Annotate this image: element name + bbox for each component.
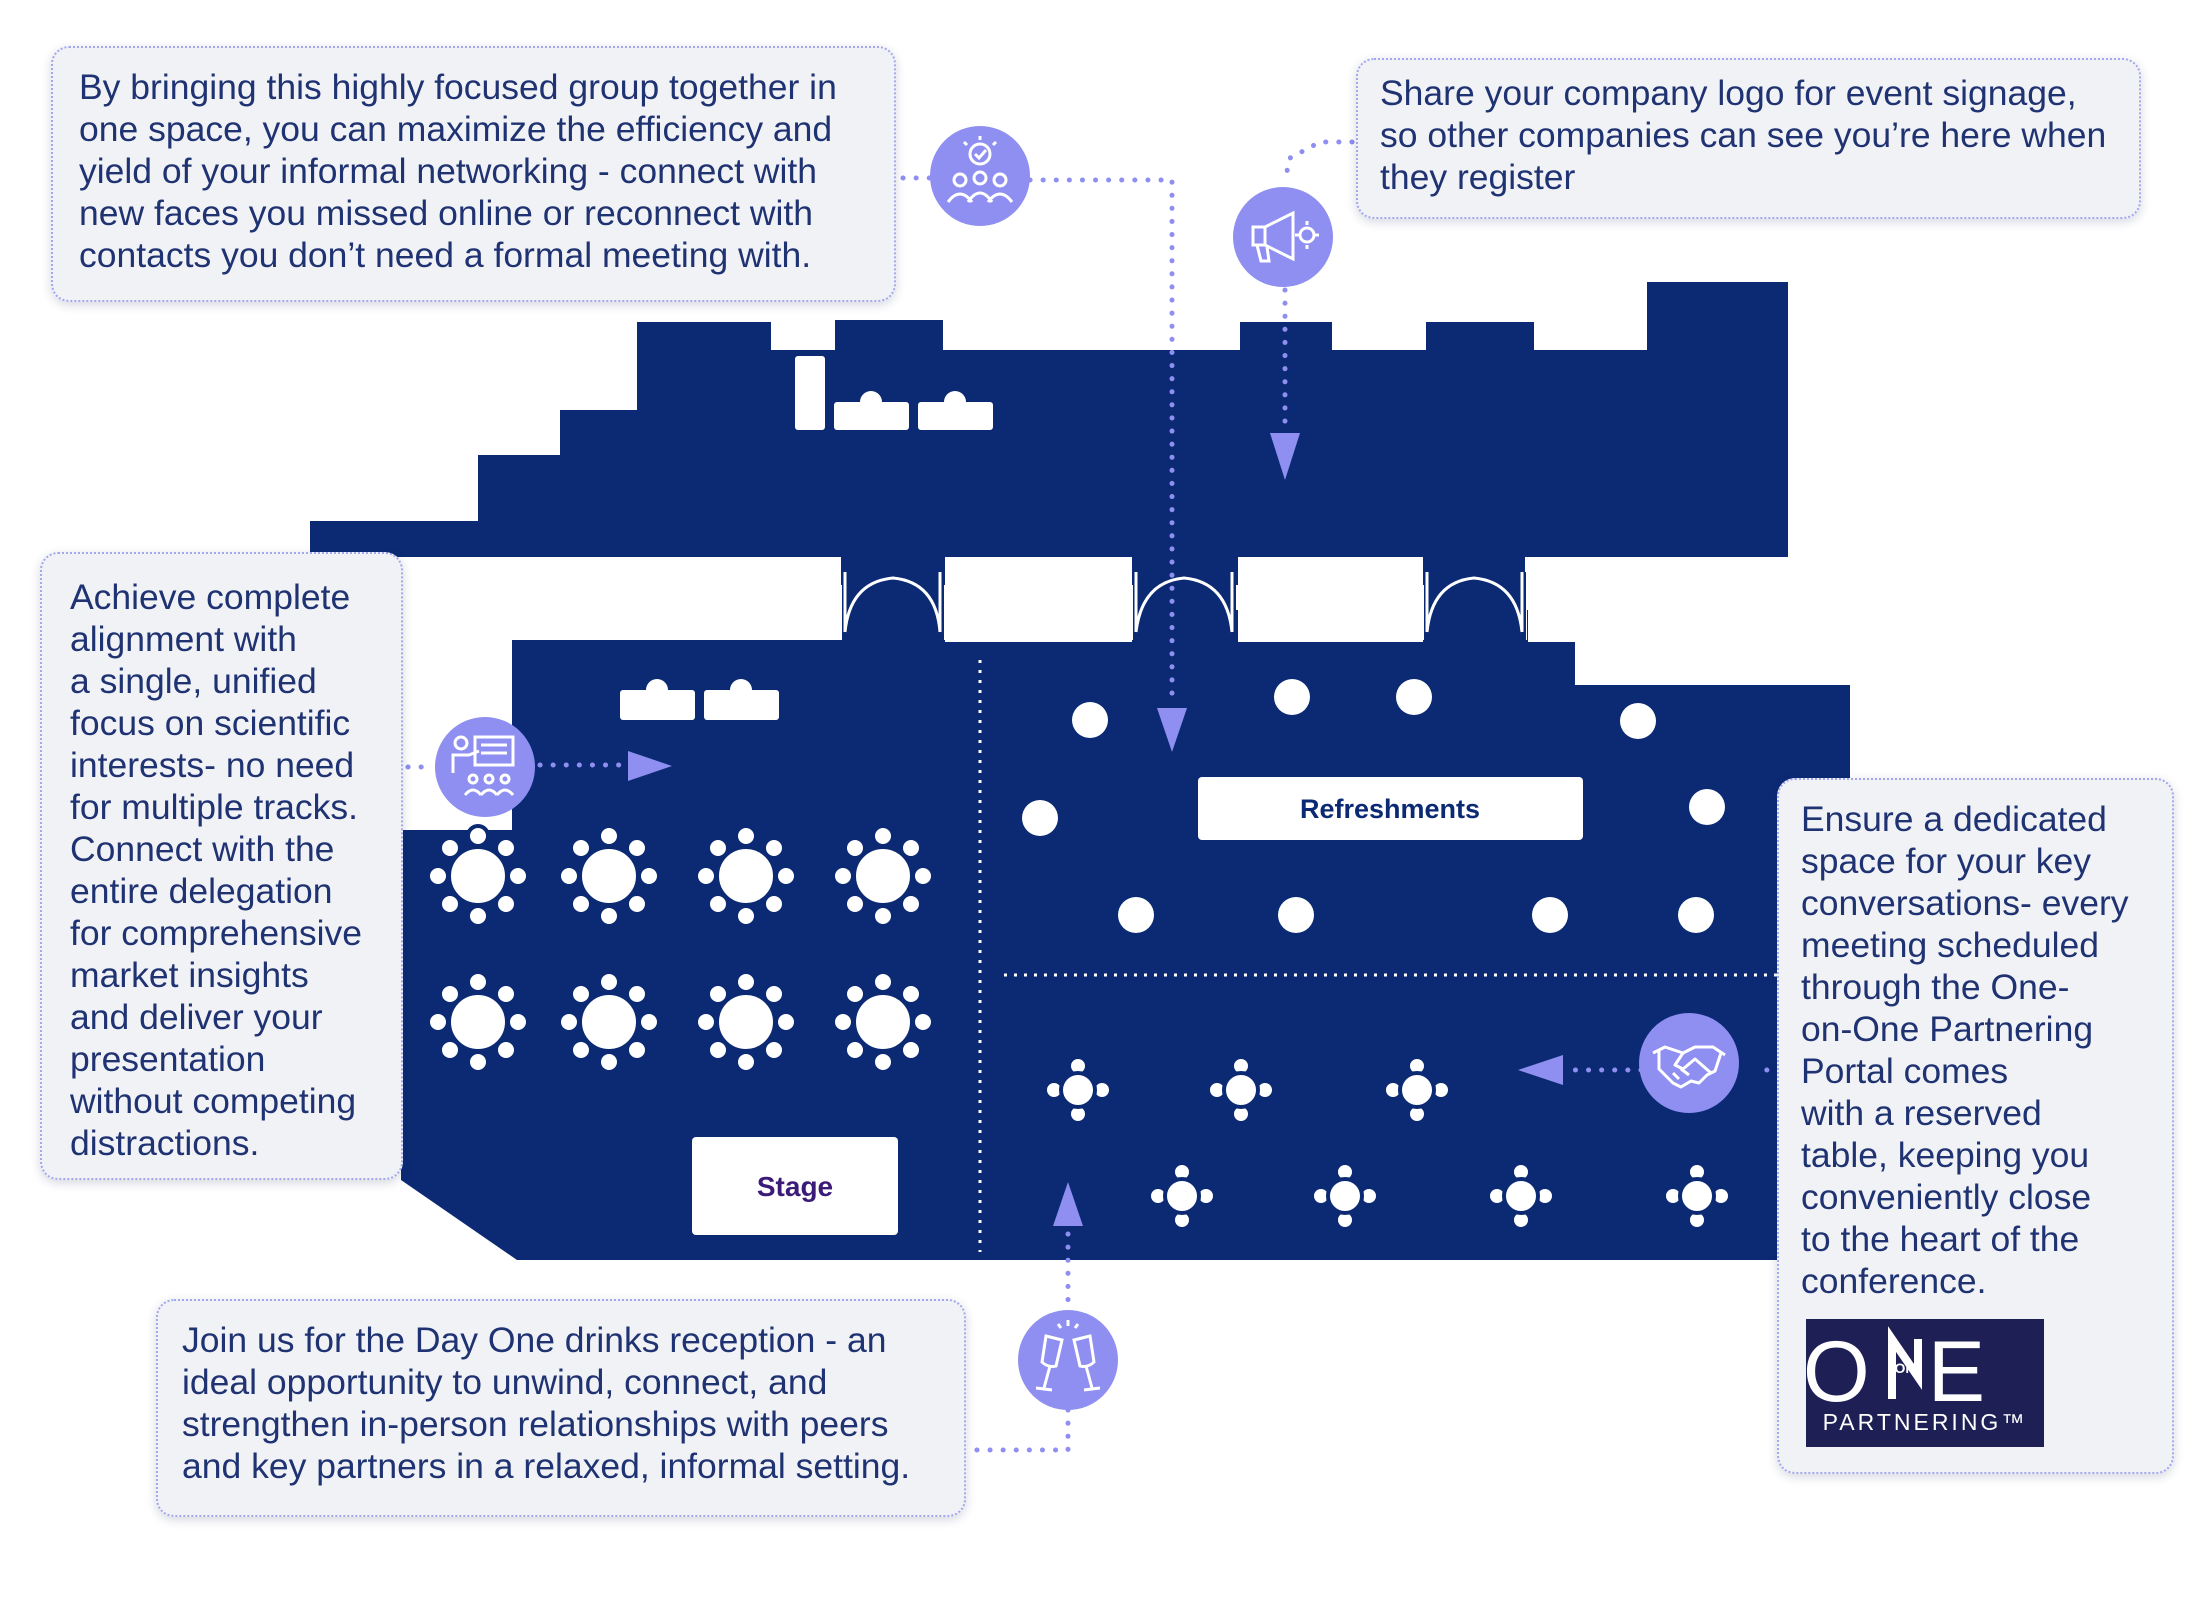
standing-tables: [1022, 679, 1725, 933]
callout-drinks: Join us for the Day One drinks reception…: [156, 1299, 966, 1517]
callout-meetings-text: Ensure a dedicated space for your key co…: [1801, 799, 2129, 1301]
arrow-down-icon: [1157, 708, 1187, 752]
logo-subtitle: PARTNERING™: [1822, 1409, 2028, 1435]
stage: [692, 1137, 898, 1235]
doors: [771, 557, 1576, 642]
logo-main-letters: OE: [1806, 1324, 2043, 1420]
arrow-down-icon: [1270, 433, 1300, 480]
networking-people-icon: [930, 126, 1030, 226]
callout-logo-text: Share your company logo for event signag…: [1380, 73, 2107, 197]
lower-hall: [401, 610, 1850, 1260]
refreshments-counter: [1198, 777, 1583, 840]
upper-hall: [310, 282, 1788, 585]
presenter-icon: [435, 717, 535, 817]
one-on-one-partnering-logo: OE ON PARTNERING™: [1806, 1319, 2044, 1447]
callout-single-focus-text: Achieve complete alignment with a single…: [70, 577, 363, 1163]
champagne-glasses-icon: [1018, 1310, 1118, 1410]
arrow-up-icon: [1053, 1182, 1083, 1226]
arrow-right-icon: [628, 751, 672, 781]
callout-drinks-text: Join us for the Day One drinks reception…: [182, 1320, 911, 1486]
handshake-icon: [1639, 1013, 1739, 1113]
refreshments-label: Refreshments: [1300, 794, 1480, 824]
callout-logo-signage: Share your company logo for event signag…: [1356, 58, 2141, 219]
callout-networking-text: By bringing this highly focused group to…: [79, 67, 837, 275]
arrow-left-icon: [1518, 1055, 1563, 1085]
callout-single-focus: Achieve complete alignment with a single…: [40, 552, 403, 1180]
callout-networking: By bringing this highly focused group to…: [51, 46, 896, 302]
connectors: [405, 139, 1783, 1453]
stage-label: Stage: [757, 1171, 833, 1202]
megaphone-icon: [1233, 187, 1333, 287]
